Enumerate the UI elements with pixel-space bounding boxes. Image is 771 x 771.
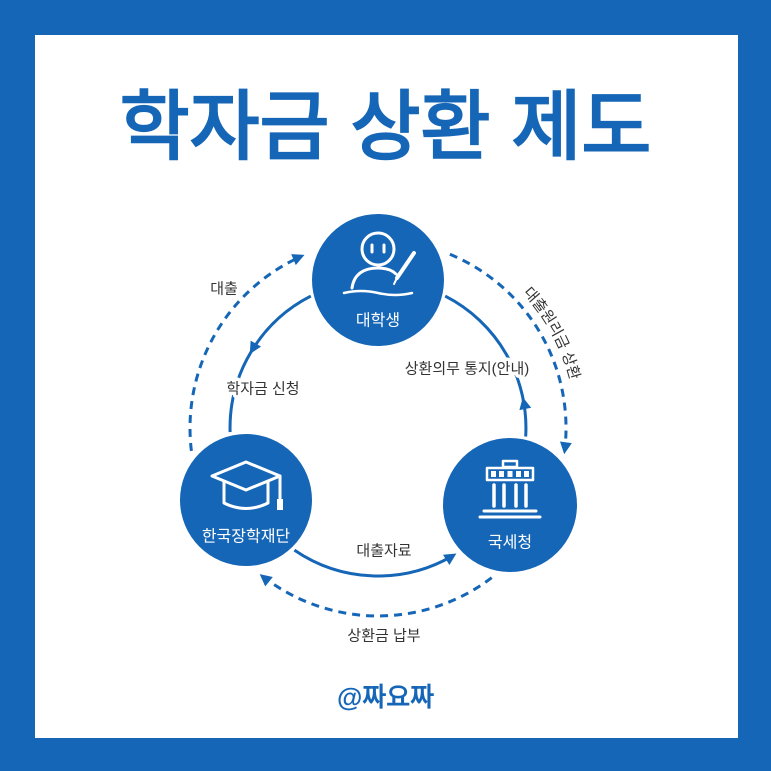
loan-arrowhead bbox=[291, 254, 305, 266]
loan-application-arrow-line bbox=[228, 294, 312, 433]
cap-mortarboard bbox=[210, 460, 282, 492]
foundation-node-circle bbox=[180, 434, 312, 566]
repayment-payment-label: 상환금 납부 bbox=[347, 628, 420, 645]
government-building-icon bbox=[478, 459, 542, 519]
student-writing-icon bbox=[342, 231, 416, 297]
repayment-notice-arrow-line bbox=[444, 294, 528, 437]
student-node-label: 대학생 bbox=[356, 312, 400, 330]
flow-arrows bbox=[188, 252, 572, 618]
loan-label: 대출 bbox=[210, 281, 238, 298]
cap-tassel bbox=[277, 499, 283, 510]
foundation-node-label: 한국장학재단 bbox=[202, 528, 291, 546]
cap-base bbox=[222, 480, 270, 510]
loan-arrow-line bbox=[188, 256, 300, 452]
student-pencil bbox=[395, 251, 416, 280]
content-panel bbox=[35, 35, 738, 738]
building-window bbox=[524, 471, 529, 477]
student-node: 대학생 bbox=[312, 214, 444, 346]
student-paper-line bbox=[342, 289, 414, 297]
tax-office-node-circle bbox=[443, 438, 577, 572]
repayment-notice-label: 상환의무 통지(안내) bbox=[405, 361, 530, 378]
loan-data-label: 대출자료 bbox=[356, 543, 411, 560]
foundation-node: 한국장학재단 bbox=[180, 434, 312, 566]
author-handle: @짜요짜 bbox=[336, 682, 435, 712]
loan-data-arrowhead bbox=[443, 553, 457, 565]
page-title: 학자금 상환 제도 bbox=[119, 85, 652, 170]
student-head bbox=[360, 231, 396, 267]
graduation-cap-icon bbox=[210, 460, 283, 510]
repayment-notice-arrowhead bbox=[519, 397, 532, 411]
tax-office-node-label: 국세청 bbox=[488, 534, 532, 552]
tax-office-node: 국세청 bbox=[443, 438, 577, 572]
building-window bbox=[491, 471, 496, 477]
principal-interest-repayment-arrow-line bbox=[449, 252, 568, 448]
repayment-payment-arrowhead bbox=[259, 574, 273, 587]
loan-application-arrowhead bbox=[249, 340, 261, 354]
building-window bbox=[499, 471, 504, 477]
student-pencil-tip bbox=[393, 277, 398, 285]
loan-data-arrow-line bbox=[293, 548, 453, 578]
building-window bbox=[516, 471, 521, 477]
loan-application-label: 학자금 신청 bbox=[226, 381, 299, 398]
building-entablature bbox=[485, 466, 535, 482]
repayment-payment-arrow-line bbox=[263, 576, 493, 618]
student-node-circle bbox=[312, 214, 444, 346]
building-window bbox=[507, 471, 513, 477]
principal-interest-repayment-arrowhead bbox=[560, 441, 572, 455]
student-shoulders bbox=[350, 266, 398, 290]
